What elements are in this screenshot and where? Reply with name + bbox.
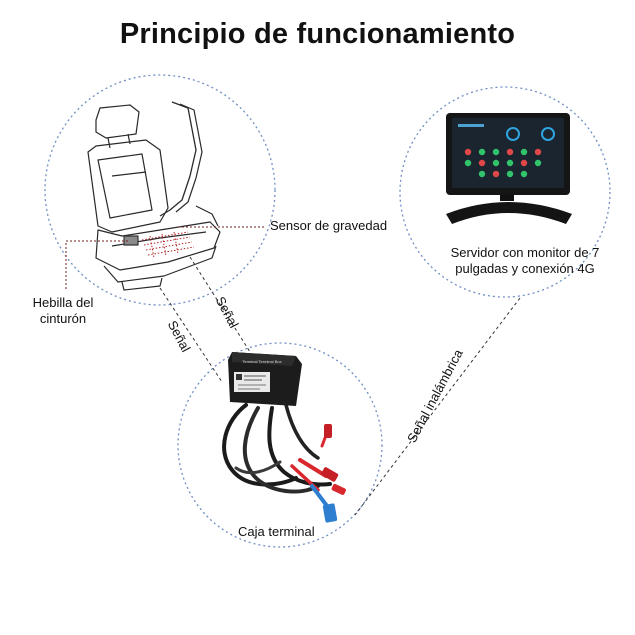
monitor-status-icons [464, 148, 542, 178]
server-circle [399, 86, 611, 298]
page-title: Principio de funcionamiento [119, 18, 516, 50]
terminal-box-label: Caja terminal [238, 524, 315, 539]
signal-line-2 [159, 287, 223, 383]
server-label: Servidor con monitor de 7 pulgadas y con… [450, 245, 600, 276]
box-brand-text: Terminal Terminal Box [242, 359, 281, 364]
belt-buckle-label: Hebilla del cinturón [32, 295, 94, 326]
signal-line-1 [189, 256, 258, 364]
buckle-leader [65, 240, 128, 290]
car-seat-illustration [87, 101, 221, 291]
gravity-sensor-grid [141, 231, 195, 259]
monitor-illustration [446, 113, 572, 224]
gravity-sensor-label: Sensor de gravedad [270, 218, 388, 233]
terminal-circle [177, 342, 383, 548]
seat-circle [44, 74, 276, 306]
terminal-box-illustration: Terminal Terminal Box [222, 352, 346, 523]
